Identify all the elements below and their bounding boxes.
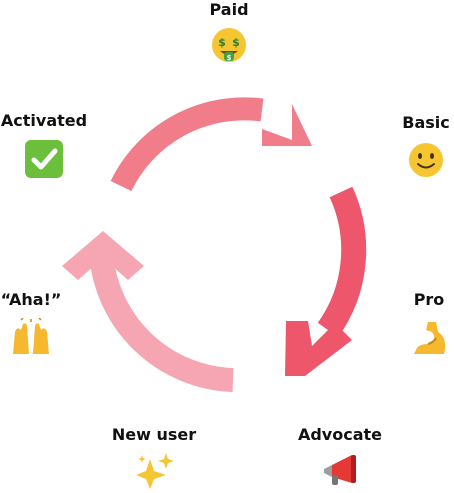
- svg-text:$: $: [232, 36, 240, 49]
- check-mark-button-icon: [25, 140, 63, 178]
- flexed-biceps-icon: [414, 322, 446, 354]
- stage-basic: Basic: [396, 113, 454, 179]
- sparkles-icon: [136, 453, 174, 489]
- stage-advocate-label: Advocate: [297, 425, 383, 444]
- arrow-right: [285, 186, 367, 376]
- arrow-right-head: [285, 321, 352, 376]
- stage-activated-label: Activated: [0, 111, 88, 130]
- stage-pro: Pro: [404, 290, 454, 358]
- arrow-left-shaft: [89, 250, 234, 392]
- stage-aha-label: “Aha!”: [0, 290, 62, 309]
- stage-paid-label: Paid: [209, 0, 249, 19]
- raising-hands-icon: [13, 318, 49, 354]
- megaphone-icon: [324, 455, 356, 485]
- arrow-right-shaft: [317, 186, 367, 338]
- stage-aha: “Aha!”: [0, 290, 62, 356]
- stage-new-user-label: New user: [111, 425, 197, 444]
- slightly-smiling-face-icon: [409, 143, 443, 177]
- stage-activated: Activated: [0, 111, 88, 179]
- arrow-top-shaft: [110, 97, 264, 192]
- money-mouth-face-icon: $ $ $: [212, 28, 246, 62]
- stage-pro-label: Pro: [413, 290, 445, 309]
- arrow-top: [110, 97, 312, 192]
- stage-new-user: New user: [108, 425, 200, 489]
- arrow-left-head: [62, 231, 144, 280]
- svg-text:$: $: [227, 54, 232, 62]
- stage-advocate: Advocate: [292, 425, 388, 487]
- svg-text:$: $: [218, 36, 226, 49]
- arrow-top-head: [262, 104, 312, 146]
- arrow-left: [62, 231, 234, 392]
- stage-basic-label: Basic: [402, 113, 450, 132]
- stage-paid: Paid $ $ $: [194, 0, 264, 64]
